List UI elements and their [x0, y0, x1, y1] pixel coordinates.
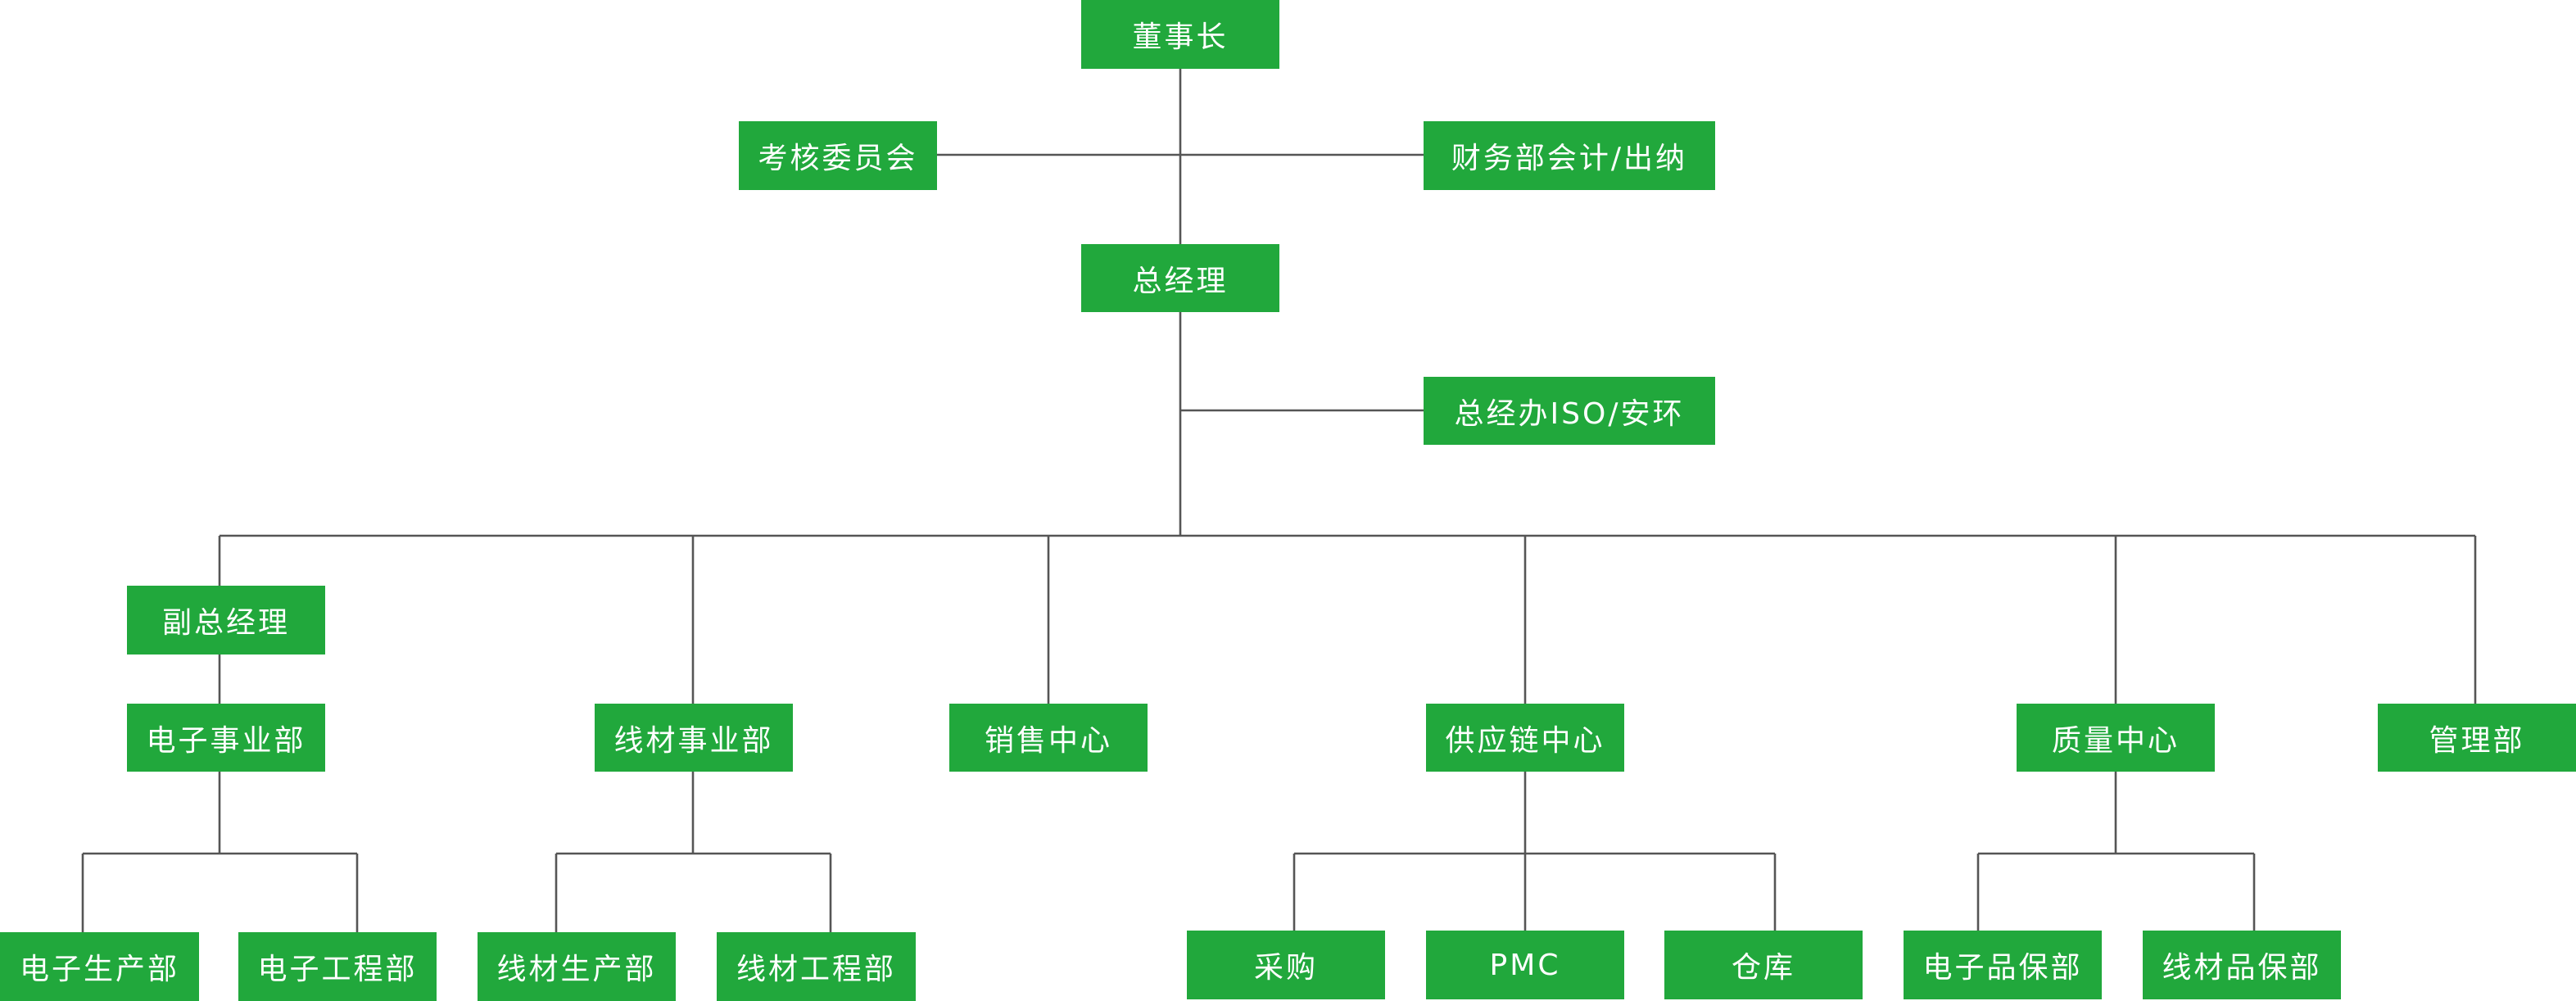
node-chairman: 董事长: [1081, 0, 1279, 69]
node-electronics-division: 电子事业部: [127, 704, 325, 772]
node-general-manager: 总经理: [1081, 244, 1279, 312]
node-wire-production: 线材生产部: [478, 932, 676, 1001]
node-supply-chain-center: 供应链中心: [1426, 704, 1624, 772]
node-electronics-production: 电子生产部: [0, 932, 199, 1001]
node-deputy-gm: 副总经理: [127, 586, 325, 654]
node-gm-office: 总经办ISO/安环: [1424, 377, 1715, 445]
node-management-dept: 管理部: [2378, 704, 2576, 772]
node-assessment-committee: 考核委员会: [739, 121, 937, 190]
node-pmc: PMC: [1426, 931, 1624, 999]
node-warehouse: 仓库: [1664, 931, 1863, 999]
node-sales-center: 销售中心: [949, 704, 1148, 772]
node-finance: 财务部会计/出纳: [1424, 121, 1715, 190]
node-purchasing: 采购: [1187, 931, 1385, 999]
node-electronics-engineering: 电子工程部: [238, 932, 437, 1001]
node-wire-division: 线材事业部: [595, 704, 793, 772]
node-wire-qa: 线材品保部: [2143, 931, 2341, 999]
node-electronics-qa: 电子品保部: [1904, 931, 2102, 999]
node-quality-center: 质量中心: [2017, 704, 2215, 772]
node-wire-engineering: 线材工程部: [717, 932, 916, 1001]
